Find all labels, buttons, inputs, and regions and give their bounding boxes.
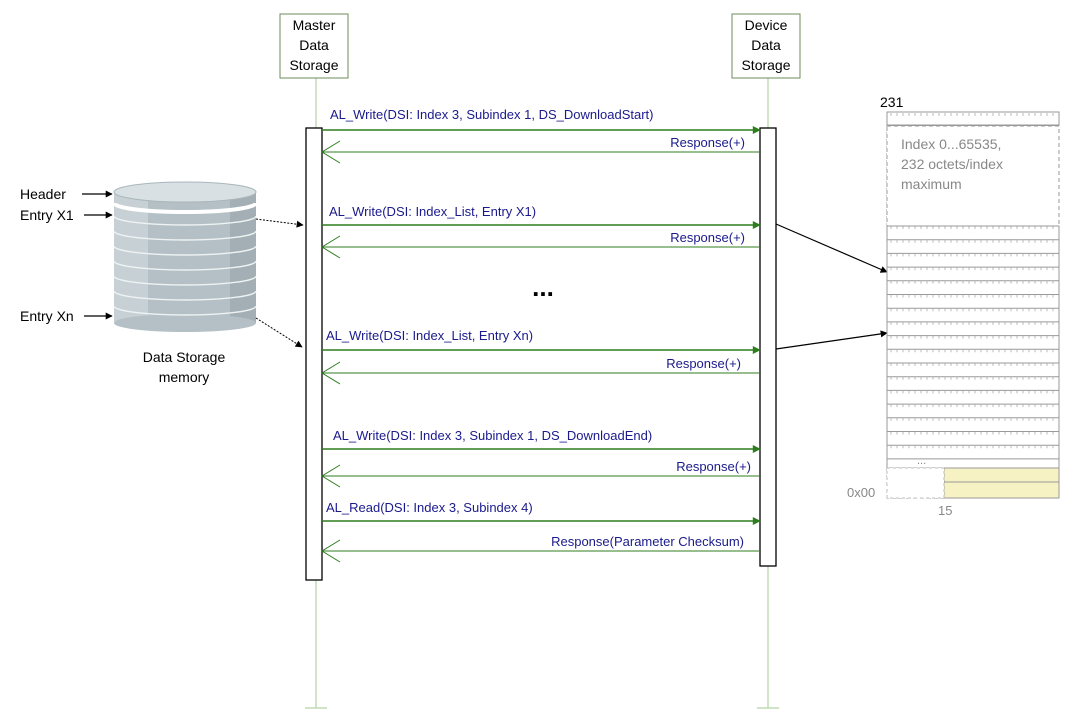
message-5-label: AL_Read(DSI: Index 3, Subindex 4): [326, 500, 533, 515]
master-participant-box: [279, 13, 349, 79]
sequence-ellipsis: ...: [532, 272, 554, 302]
master-activation-bar: [305, 127, 323, 581]
response-5-label: Response(Parameter Checksum): [551, 534, 744, 549]
storage-to-master-x1: [255, 218, 304, 228]
response-2-label: Response(+): [670, 230, 745, 245]
entry-x1-label: Entry X1: [20, 207, 74, 223]
device-title-line-1: Device: [745, 17, 788, 33]
entry-xn-label: Entry Xn: [20, 308, 74, 324]
memory-note-line-3: maximum: [901, 176, 962, 192]
response-1-label: Response(+): [670, 135, 745, 150]
response-1-arrowhead: [321, 140, 341, 164]
device-title-line-2: Data: [751, 37, 781, 53]
device-activation-bar: [759, 127, 777, 567]
device-to-memory-xn: [775, 330, 888, 350]
memory-note-line-2: 232 octets/index: [901, 156, 1003, 172]
storage-to-master-xn: [255, 317, 303, 348]
memory-rows: [886, 113, 1060, 486]
memory-inner-ellipsis: ...: [917, 455, 926, 467]
data-storage-cylinder: [112, 181, 258, 332]
master-title-line-2: Data: [299, 37, 329, 53]
response-4-label: Response(+): [676, 459, 751, 474]
message-2-label: AL_Write(DSI: Index_List, Entry X1): [329, 204, 536, 219]
memory-note-line-1: Index 0...65535,: [901, 136, 1001, 152]
response-3-arrowhead: [321, 361, 341, 385]
device-participant-box: [731, 13, 801, 79]
response-5-arrowhead: [321, 539, 341, 563]
message-4-label: AL_Write(DSI: Index 3, Subindex 1, DS_Do…: [333, 428, 652, 443]
response-3-label: Response(+): [666, 356, 741, 371]
response-2-arrowhead: [321, 235, 341, 259]
storage-caption-line-1: Data Storage: [143, 349, 226, 365]
message-3-label: AL_Write(DSI: Index_List, Entry Xn): [326, 328, 533, 343]
memory-bottom-left-label: 0x00: [847, 485, 875, 500]
master-title-line-1: Master: [293, 17, 336, 33]
memory-top-label: 231: [880, 94, 904, 110]
device-title-line-3: Storage: [741, 57, 790, 73]
device-to-memory-x1: [775, 223, 888, 273]
master-title-line-3: Storage: [289, 57, 338, 73]
memory-map: [886, 111, 1060, 499]
message-1-label: AL_Write(DSI: Index 3, Subindex 1, DS_Do…: [330, 107, 653, 122]
response-4-arrowhead: [321, 464, 341, 488]
memory-bottom-right-label: 15: [938, 503, 952, 518]
storage-caption-line-2: memory: [159, 369, 210, 385]
header-label: Header: [20, 186, 66, 202]
